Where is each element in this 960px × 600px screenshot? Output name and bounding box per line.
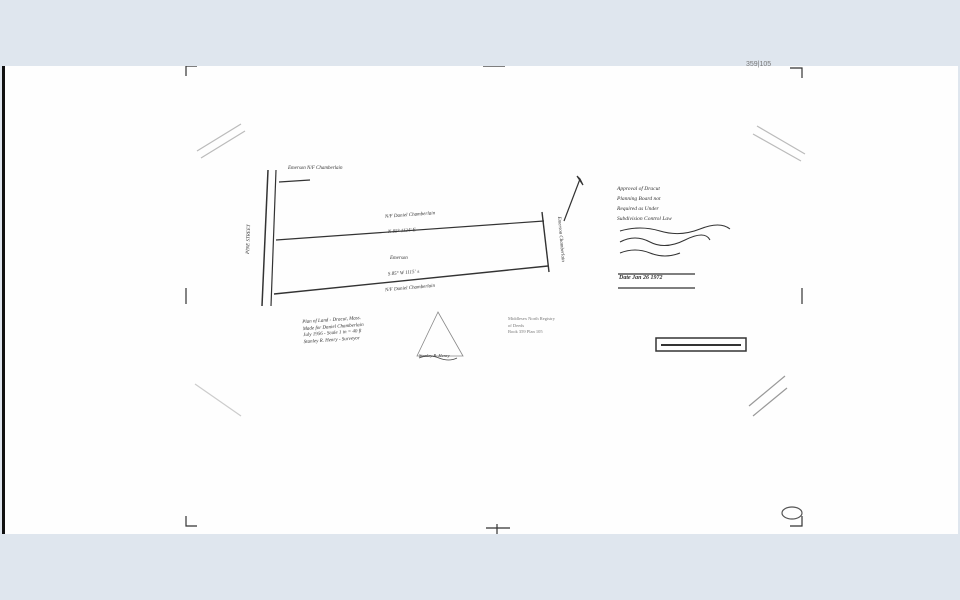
title-block: Plan of Land - Dracut, Mass. Made for Da… — [302, 316, 365, 346]
approval-line: Subdivision Control Law — [617, 216, 672, 222]
registry-stamp: Middlesex North Registry of Deeds Book 3… — [508, 316, 555, 336]
approval-line: Planning Board not — [617, 196, 661, 202]
approval-block: Approval of Dracut Planning Board not Re… — [617, 184, 672, 224]
scanned-plan-document: 359|105 — [2, 61, 958, 534]
registry-line: Book 359 Plan 105 — [508, 329, 543, 334]
street-name: PINE STREET — [246, 224, 253, 255]
plan-drawing — [185, 66, 806, 534]
approval-date: Date Jan 26 1972 — [619, 275, 663, 281]
registry-line: of Deeds — [508, 322, 525, 328]
lot-label: Emerson — [390, 256, 408, 261]
abutter-corner: Emerson N/F Chamberlain — [288, 166, 343, 171]
plan-reference: 359|105 — [746, 61, 772, 68]
approval-line: Required as Under — [617, 206, 659, 212]
approval-line: Approval of Dracut — [617, 186, 660, 192]
registry-line: Middlesex North Registry — [508, 316, 555, 321]
surveyor-signature: Stanley R. Henry — [419, 353, 450, 358]
